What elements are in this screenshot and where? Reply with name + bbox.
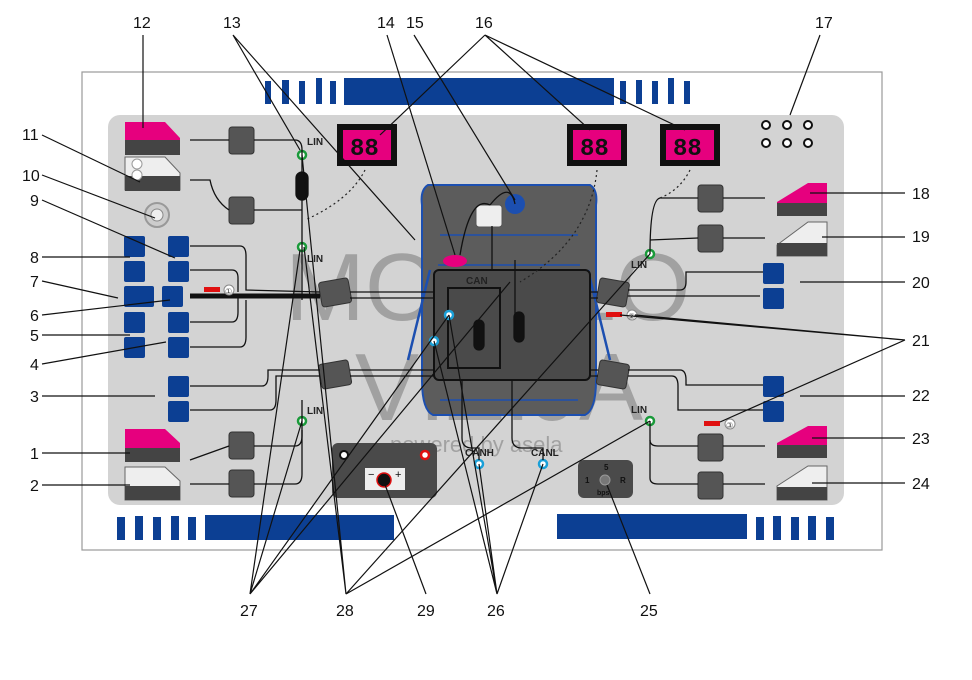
svg-text:16: 16 [475,15,493,32]
svg-text:8: 8 [30,250,39,267]
svg-text:5: 5 [30,328,39,345]
svg-text:1: 1 [585,476,590,485]
test-sockets[interactable] [761,120,813,148]
svg-text:88: 88 [580,136,609,163]
right-door-switch-19[interactable] [776,221,828,257]
lin-label: LIN [307,137,323,148]
svg-text:③: ③ [726,421,733,430]
svg-text:88: 88 [350,136,379,163]
can-label: CAN [466,276,488,287]
svg-text:9: 9 [30,193,39,210]
lin-label: LIN [631,405,647,416]
callout-numbers: 12 13 14 15 16 17 11 10 9 8 7 6 5 4 3 1 … [22,15,930,620]
left-window-buttons[interactable] [124,236,189,422]
svg-text:7: 7 [30,274,39,291]
svg-text:−: − [368,469,374,481]
fuse-1: ① [204,284,235,296]
svg-text:25: 25 [640,603,658,620]
lin-label: LIN [307,406,323,417]
lin-label: LIN [307,254,323,265]
top-brand-stripe [265,78,690,105]
svg-text:6: 6 [30,308,39,325]
fuse-3: ③ [704,418,736,430]
svg-text:13: 13 [223,15,241,32]
canl-label: CANL [531,448,559,459]
svg-text:21: 21 [912,333,930,350]
display-1: 88 [337,124,397,166]
display-2: 88 [567,124,627,166]
svg-text:10: 10 [22,168,40,185]
svg-text:20: 20 [912,275,930,292]
svg-text:bps: bps [597,490,610,497]
display-3: 88 [660,124,720,166]
svg-text:88: 88 [673,136,702,163]
right-lamp-switch-23[interactable] [777,426,827,458]
left-lamp-switch-1[interactable] [125,429,180,462]
svg-text:22: 22 [912,388,930,405]
right-window-buttons[interactable] [763,263,784,422]
svg-text:17: 17 [815,15,833,32]
svg-text:5: 5 [604,463,609,472]
svg-text:29: 29 [417,603,435,620]
svg-text:23: 23 [912,431,930,448]
right-lamp-switch-18[interactable] [777,183,827,216]
svg-text:3: 3 [30,389,39,406]
svg-text:18: 18 [912,186,930,203]
svg-text:4: 4 [30,357,39,374]
svg-text:1: 1 [30,446,39,463]
actuator-modules [228,126,724,500]
svg-text:11: 11 [22,127,39,144]
dashed-links [304,169,691,283]
left-door-switch-2[interactable] [124,466,181,501]
svg-text:14: 14 [377,15,395,32]
svg-text:①: ① [225,287,232,296]
svg-text:24: 24 [912,476,930,493]
svg-text:+: + [395,469,401,481]
svg-text:27: 27 [240,603,258,620]
wiring [189,139,765,485]
svg-text:12: 12 [133,15,151,32]
bottom-brand-stripe [117,514,834,540]
callout-lines [41,34,906,595]
svg-text:2: 2 [30,478,39,495]
interior-light-icon [443,255,467,267]
svg-text:19: 19 [912,229,930,246]
diagnostic-connector-icon [475,204,503,228]
svg-text:R: R [620,476,626,485]
svg-text:15: 15 [406,15,424,32]
battery-module: − + [332,443,437,498]
svg-text:26: 26 [487,603,505,620]
baud-rate-selector[interactable]: 5 1 R bps [578,460,633,498]
left-lamp-switch-12[interactable] [125,122,180,155]
svg-text:28: 28 [336,603,354,620]
